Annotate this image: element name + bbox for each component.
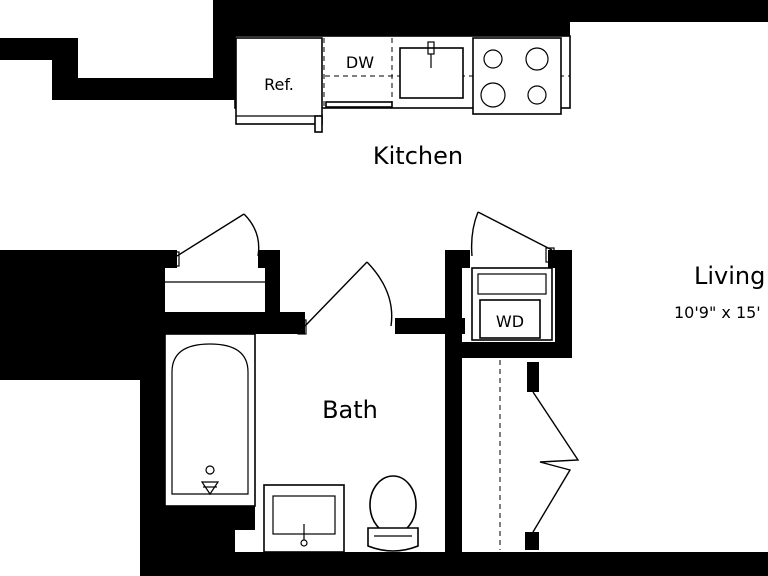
bath-door xyxy=(304,261,368,327)
kitchen-fixtures: Ref. DW xyxy=(234,35,571,133)
toilet xyxy=(367,475,419,552)
bath-vanity xyxy=(263,484,345,553)
refrigerator: Ref. xyxy=(235,37,323,133)
bifold-door xyxy=(532,391,580,533)
hall-closet xyxy=(499,360,580,550)
living-label: Living xyxy=(694,262,765,290)
closet xyxy=(165,213,265,283)
bathtub xyxy=(164,333,256,507)
laundry-closet: WD xyxy=(470,211,555,341)
burner-icon xyxy=(483,49,503,69)
range xyxy=(472,37,562,115)
burner-icon xyxy=(525,47,549,71)
burner-icon xyxy=(480,82,506,108)
drain-icon xyxy=(205,465,215,475)
washer-dryer-label: WD xyxy=(496,312,524,331)
dishwasher: DW xyxy=(323,38,393,108)
dishwasher-label: DW xyxy=(346,53,374,72)
refrigerator-label: Ref. xyxy=(264,75,294,94)
living-dimensions: 10'9" x 15' xyxy=(674,303,761,322)
kitchen-sink xyxy=(399,41,464,99)
bath-label: Bath xyxy=(322,396,378,424)
burner-icon xyxy=(527,85,547,105)
kitchen-label: Kitchen xyxy=(373,142,463,170)
bathroom: Bath xyxy=(164,261,419,553)
